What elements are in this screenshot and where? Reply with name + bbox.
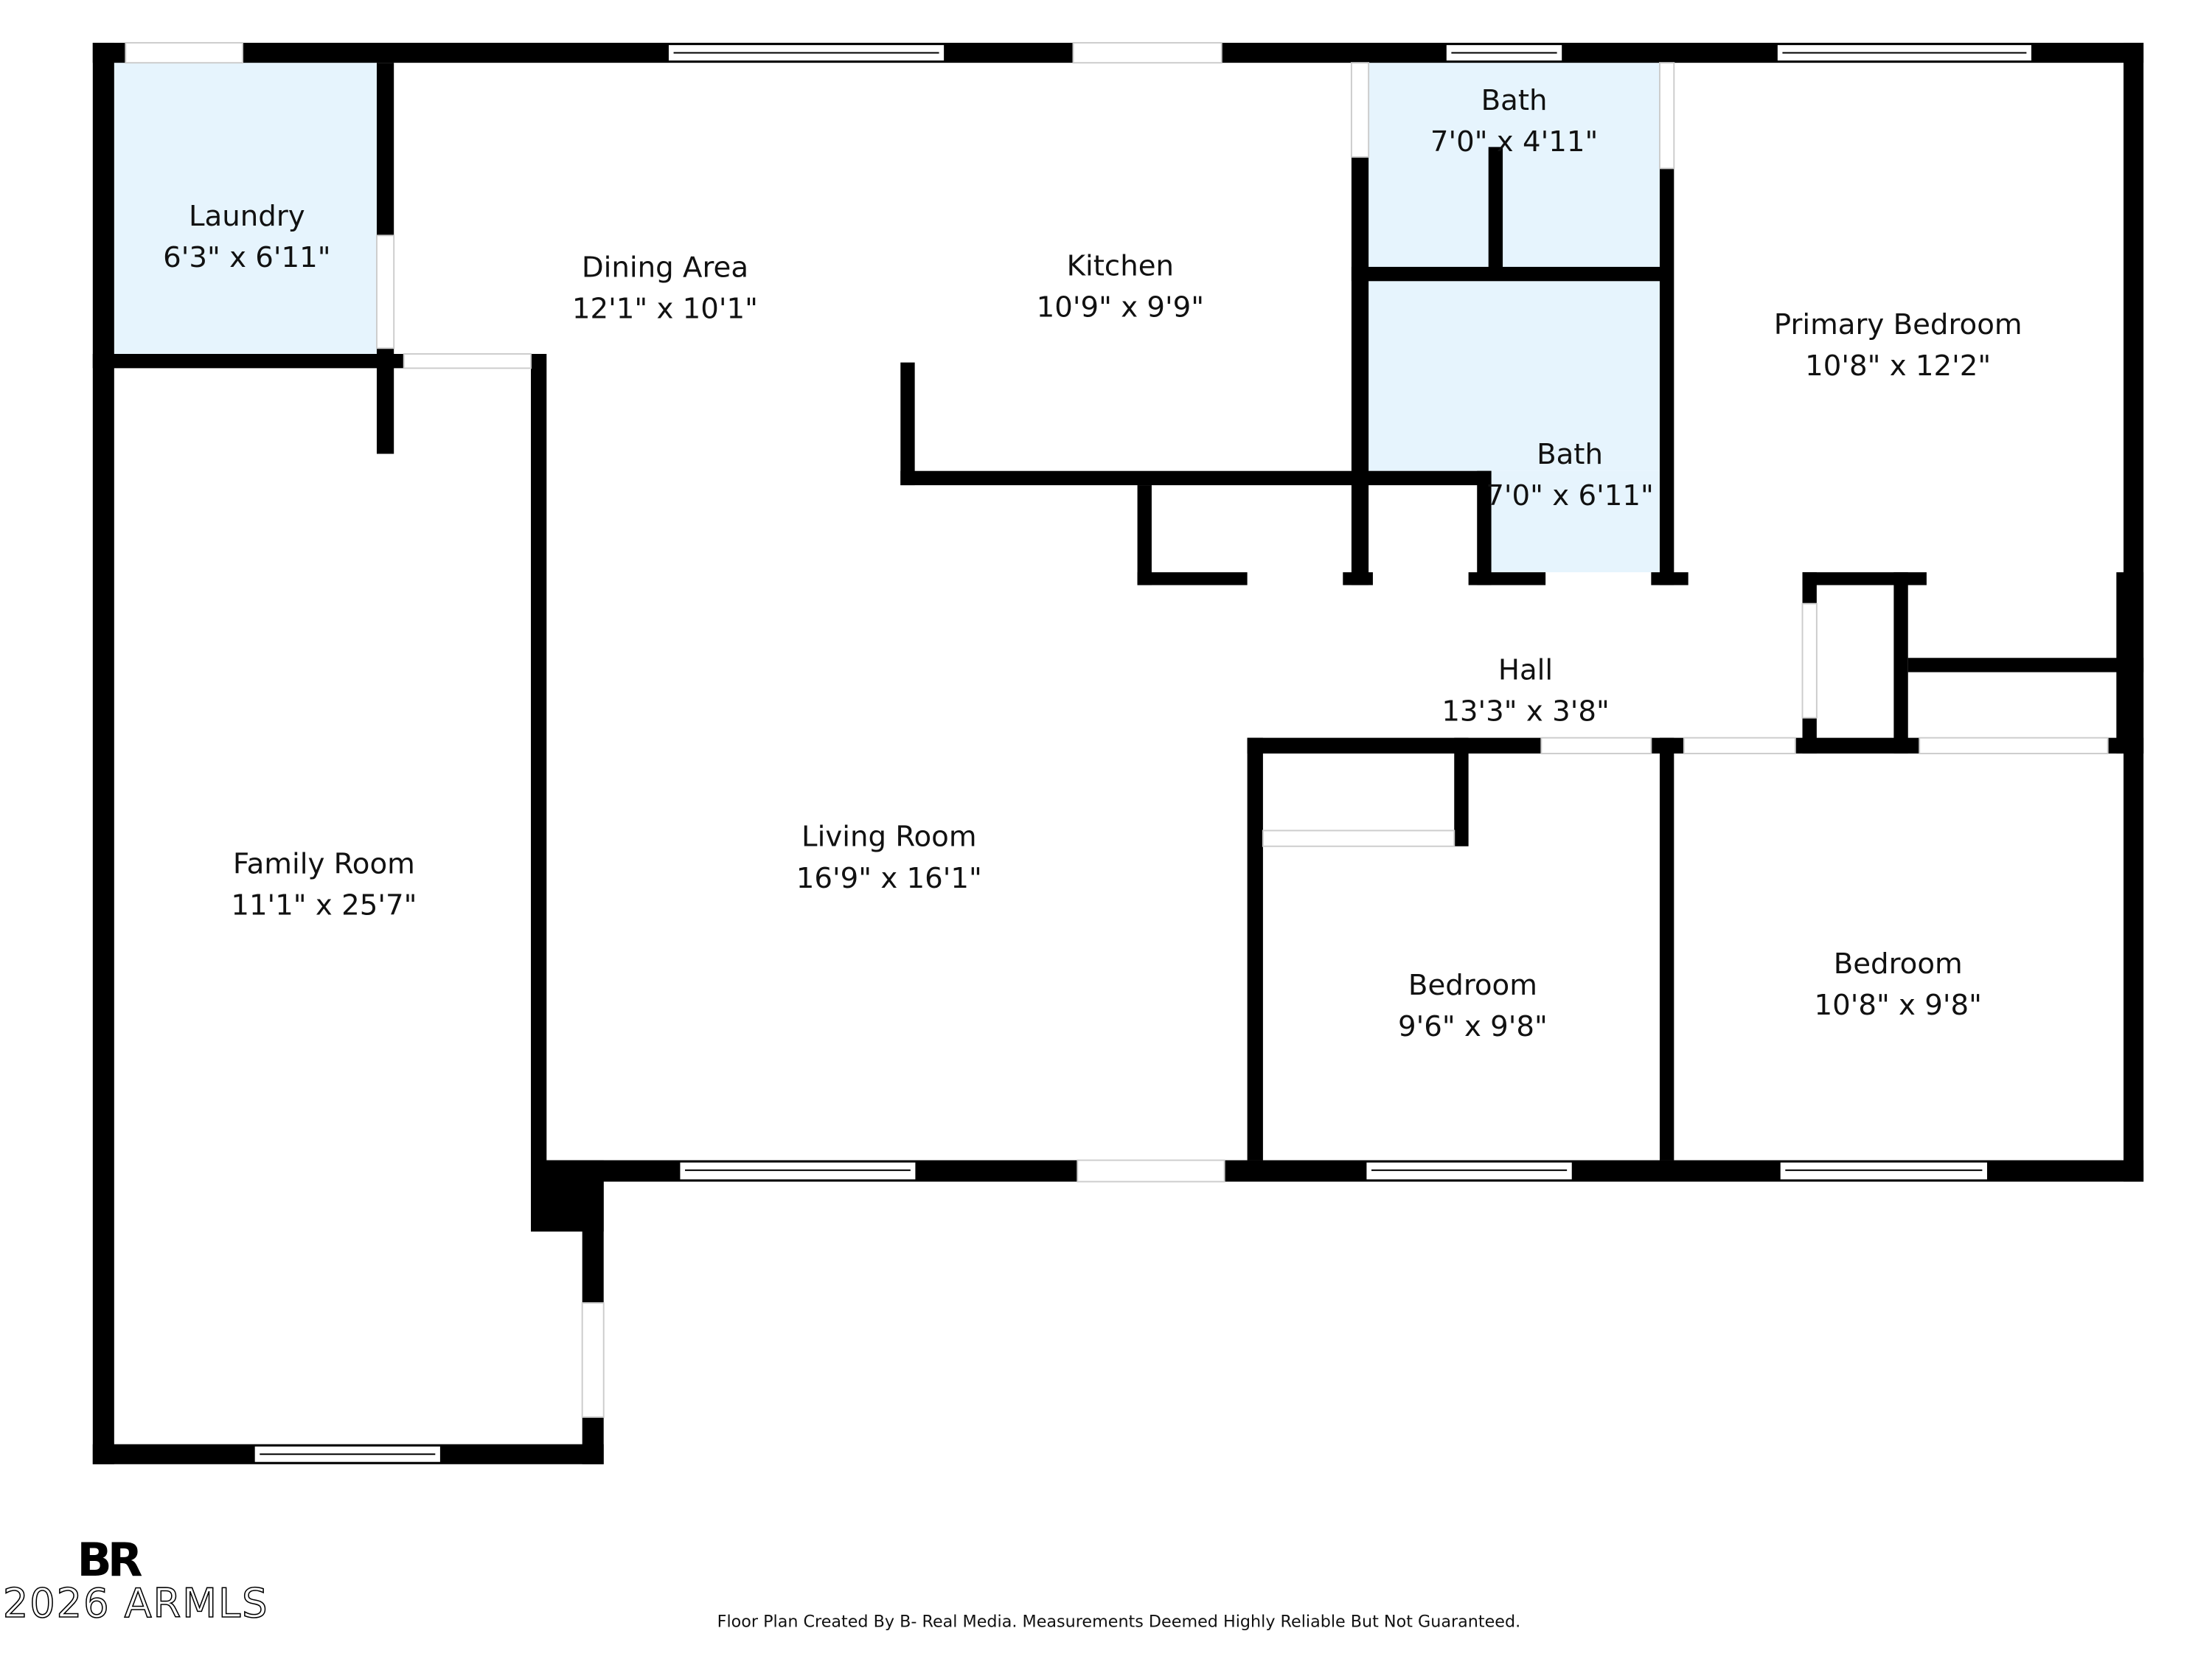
room-name-primary-bedroom: Primary Bedroom [1774,308,2023,341]
room-dims-family-room: 11'1" x 25'7" [231,889,417,922]
bath-2-fill [1368,281,1660,471]
room-dims-bath-1: 7'0" x 4'11" [1430,125,1598,159]
room-name-bedroom-2: Bedroom [1834,947,1963,981]
room-name-hall: Hall [1498,653,1553,686]
room-dims-primary-bedroom: 10'8" x 12'2" [1805,349,1991,383]
room-dims-bedroom-2: 10'8" x 9'8" [1814,989,1981,1022]
room-name-laundry: Laundry [189,200,305,233]
windows [253,43,2034,1464]
mls-watermark: 2026 ARMLS [3,1580,269,1627]
room-dims-living-room: 16'9" x 16'1" [796,862,982,895]
room-name-kitchen: Kitchen [1067,250,1174,283]
laundry-fill [114,63,377,355]
room-name-bedroom-1: Bedroom [1408,969,1537,1002]
room-dims-dining-area: 12'1" x 10'1" [572,293,758,326]
room-dims-laundry: 6'3" x 6'11" [163,241,330,274]
bath-1-fill [1368,63,1660,267]
room-dims-bath-2: 7'0" x 6'11" [1486,479,1653,512]
room-name-bath-1: Bath [1481,84,1548,117]
room-dims-bedroom-1: 9'6" x 9'8" [1398,1010,1548,1043]
room-labels: Laundry 6'3" x 6'11" Dining Area 12'1" x… [163,84,2022,1043]
footer-disclaimer: Floor Plan Created By B- Real Media. Mea… [717,1612,1520,1631]
room-dims-kitchen: 10'9" x 9'9" [1037,291,1204,324]
bath-2-fill-lower [1491,470,1660,573]
openings [125,42,2109,1418]
room-name-family-room: Family Room [233,848,415,881]
room-dims-hall: 13'3" x 3'8" [1441,695,1609,728]
br-logo: BR [77,1534,142,1587]
room-name-dining-area: Dining Area [582,251,748,284]
room-name-bath-2: Bath [1537,438,1603,471]
room-name-living-room: Living Room [801,821,977,854]
room-fills [114,63,1660,573]
